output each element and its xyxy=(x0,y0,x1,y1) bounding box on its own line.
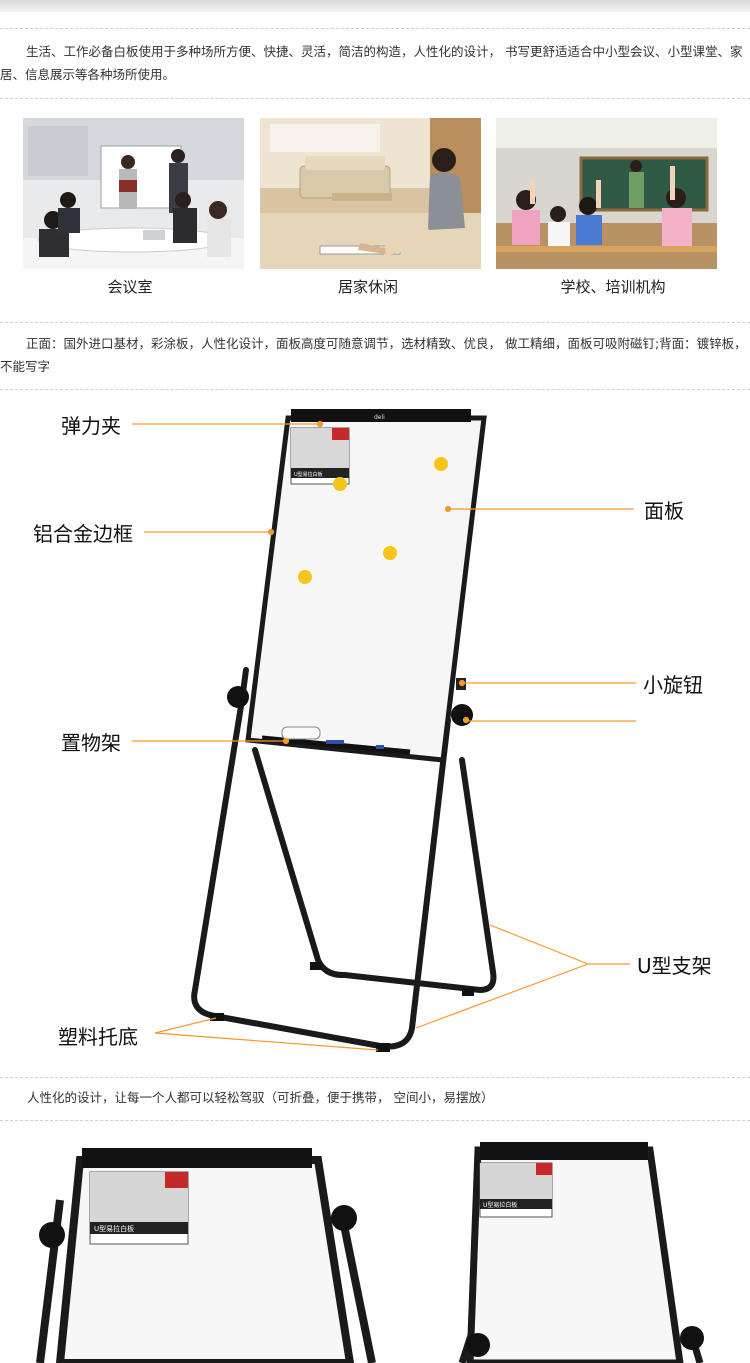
product-label-text: U型易拉白板 xyxy=(294,471,323,478)
closeup-right: U型易拉白板 xyxy=(458,1142,704,1363)
marker xyxy=(326,740,344,744)
board-brand: deli xyxy=(374,414,385,421)
divider xyxy=(0,1120,750,1121)
spring-clip xyxy=(291,409,471,422)
divider xyxy=(0,98,750,99)
home-leisure-photo xyxy=(260,118,481,269)
knob xyxy=(451,704,473,726)
magnet xyxy=(298,570,312,584)
callout-stand: U型支架 xyxy=(637,954,712,978)
whiteboard-diagram: deli U型易拉白板 xyxy=(132,409,636,1052)
magnet xyxy=(383,546,397,560)
plastic-foot xyxy=(376,1043,390,1052)
magnet xyxy=(434,457,448,471)
fold-description: 人性化的设计，让每一个人都可以轻松驾驭（可折叠，便于携带， 空间小，易摆放） xyxy=(27,1090,494,1105)
school-training-photo xyxy=(496,118,717,269)
board-panel xyxy=(245,415,487,763)
plastic-foot xyxy=(210,1013,224,1021)
scene-caption: 会议室 xyxy=(107,278,153,296)
plastic-foot xyxy=(310,962,322,970)
top-strip xyxy=(0,0,750,12)
closeup-left: U型易拉白板 xyxy=(36,1148,376,1363)
knob xyxy=(227,686,249,708)
plastic-foot xyxy=(462,988,474,996)
callout-knob: 小旋钮 xyxy=(643,673,703,697)
closeup-views: U型易拉白板 U型易拉白板 xyxy=(36,1142,704,1363)
callout-panel: 面板 xyxy=(644,499,684,523)
label-band xyxy=(291,468,349,478)
label-logo xyxy=(332,428,349,440)
meeting-room-photo xyxy=(23,118,244,269)
eraser xyxy=(281,726,321,740)
intro-paragraph: 生活、工作必备白板使用于多种场所方便、快捷、灵活，简洁的构造，人性化的设计， 书… xyxy=(0,44,743,82)
divider xyxy=(0,322,750,323)
divider xyxy=(0,28,750,29)
magnet xyxy=(333,477,347,491)
callout-lines xyxy=(132,420,636,1051)
closeup-label-text: U型易拉白板 xyxy=(94,1224,134,1233)
marker xyxy=(376,745,384,749)
closeup-label-text: U型易拉白板 xyxy=(483,1201,517,1209)
divider xyxy=(0,389,750,390)
board-description: 正面：国外进口基材，彩涂板，人性化设计，面板高度可随意调节，选材精致、优良， 做… xyxy=(0,336,747,374)
scene-caption: 居家休闲 xyxy=(337,278,398,296)
callout-frame: 铝合金边框 xyxy=(33,522,133,546)
callout-tray: 置物架 xyxy=(61,731,121,755)
scene-caption: 学校、培训机构 xyxy=(560,278,666,296)
callout-feet: 塑料托底 xyxy=(58,1025,138,1049)
divider xyxy=(0,1077,750,1078)
callout-clip: 弹力夹 xyxy=(61,414,121,438)
